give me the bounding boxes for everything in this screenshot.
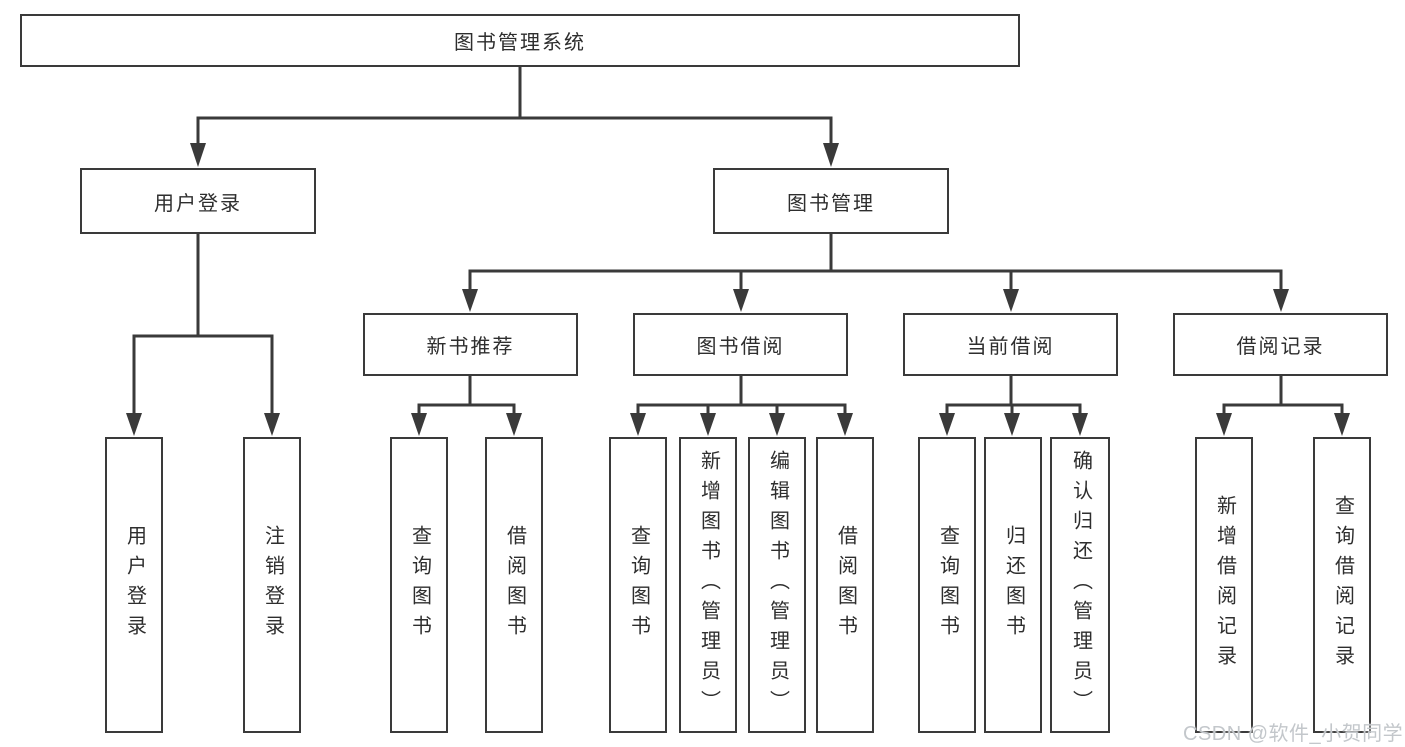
leaf-query-borrow-record: 查询借阅记录	[1313, 437, 1371, 733]
leaf-confirm-return-admin-label: 确认归还（管理员）	[1069, 450, 1092, 720]
leaf-borrow-books-recommend: 借阅图书	[485, 437, 543, 733]
leaf-edit-book-admin-label: 编辑图书（管理员）	[766, 450, 789, 720]
node-library-system-label: 图书管理系统	[454, 32, 586, 54]
leaf-add-book-admin-label: 新增图书（管理员）	[697, 450, 720, 720]
leaf-query-books-current: 查询图书	[918, 437, 976, 733]
node-library-system: 图书管理系统	[20, 14, 1020, 67]
node-current-borrow-label: 当前借阅	[966, 336, 1055, 358]
leaf-add-book-admin: 新增图书（管理员）	[679, 437, 737, 733]
node-user-login: 用户登录	[80, 168, 316, 234]
leaf-user-login-label: 用户登录	[123, 525, 146, 645]
node-borrow-records-label: 借阅记录	[1236, 336, 1325, 358]
node-borrow-records: 借阅记录	[1173, 313, 1388, 376]
leaf-query-books-borrow: 查询图书	[609, 437, 667, 733]
leaf-borrow-books-label: 借阅图书	[834, 525, 857, 645]
leaf-return-book-label: 归还图书	[1002, 525, 1025, 645]
node-new-book-recommend-label: 新书推荐	[426, 336, 515, 358]
node-user-login-label: 用户登录	[154, 192, 242, 215]
leaf-borrow-books: 借阅图书	[816, 437, 874, 733]
leaf-query-borrow-record-label: 查询借阅记录	[1331, 495, 1354, 675]
node-book-management: 图书管理	[713, 168, 949, 234]
leaf-logout: 注销登录	[243, 437, 301, 733]
node-book-borrow-label: 图书借阅	[696, 336, 785, 358]
csdn-watermark: CSDN @软件_小贺同学	[1183, 723, 1404, 745]
leaf-confirm-return-admin: 确认归还（管理员）	[1050, 437, 1110, 733]
leaf-user-login: 用户登录	[105, 437, 163, 733]
leaf-add-borrow-record: 新增借阅记录	[1195, 437, 1253, 733]
leaf-add-borrow-record-label: 新增借阅记录	[1213, 495, 1236, 675]
leaf-query-books-recommend: 查询图书	[390, 437, 448, 733]
leaf-return-book: 归还图书	[984, 437, 1042, 733]
leaf-borrow-books-recommend-label: 借阅图书	[503, 525, 526, 645]
leaf-query-books-recommend-label: 查询图书	[408, 525, 431, 645]
node-new-book-recommend: 新书推荐	[363, 313, 578, 376]
leaf-query-books-borrow-label: 查询图书	[627, 525, 650, 645]
node-current-borrow: 当前借阅	[903, 313, 1118, 376]
leaf-logout-label: 注销登录	[261, 525, 284, 645]
node-book-management-label: 图书管理	[787, 192, 875, 215]
node-book-borrow: 图书借阅	[633, 313, 848, 376]
leaf-edit-book-admin: 编辑图书（管理员）	[748, 437, 806, 733]
leaf-query-books-current-label: 查询图书	[936, 525, 959, 645]
